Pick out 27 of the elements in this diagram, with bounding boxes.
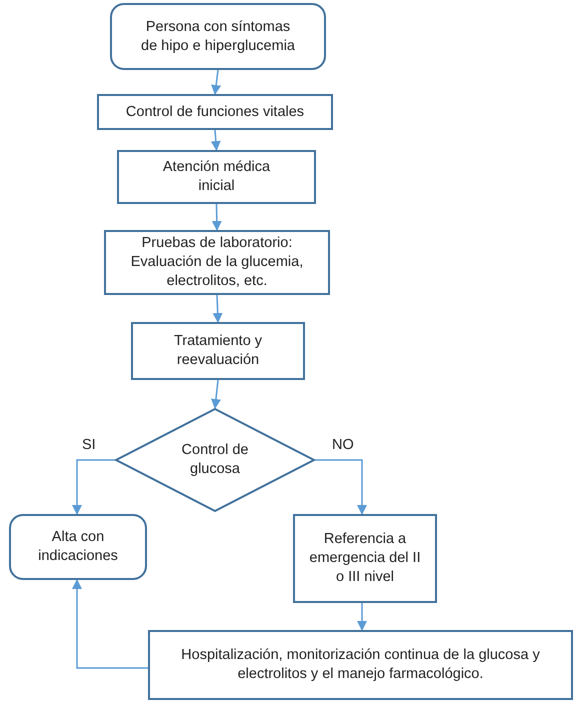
rounded-box — [9, 514, 147, 580]
node-text: Atención médica inicial — [162, 158, 272, 196]
process-box — [131, 322, 305, 380]
arrow — [212, 204, 222, 231]
node-text: Alta con indicaciones — [37, 528, 119, 566]
process-box — [104, 230, 330, 295]
arrow — [210, 130, 221, 151]
node-text: Tratamiento y reevaluación — [172, 332, 264, 370]
node-text: Pruebas de laboratorio: Evaluación de la glucemia, electrolitos, etc. — [130, 234, 304, 291]
process-box — [117, 150, 316, 204]
arrow — [210, 380, 221, 409]
process-box — [148, 630, 573, 700]
process-box — [293, 514, 437, 603]
rounded-box — [110, 3, 326, 70]
arrow — [72, 459, 115, 515]
process-box — [97, 94, 333, 130]
decision-diamond — [115, 408, 315, 512]
arrow — [72, 579, 148, 669]
arrow — [315, 459, 367, 515]
node-text: Control de glucosa — [180, 441, 250, 479]
node-text: Hospitalización, monitorización continua de la glucosa y electrolitos y el manejo farmacológico. — [180, 646, 540, 684]
node-text: Persona con síntomas de hipo e hiperglucemia — [140, 18, 296, 56]
arrow — [212, 294, 223, 323]
arrow — [211, 70, 222, 95]
node-text: Referencia a emergencia del II o III nivel — [308, 530, 422, 587]
node-text: Control de funciones vitales — [126, 102, 304, 122]
arrow — [357, 603, 367, 631]
